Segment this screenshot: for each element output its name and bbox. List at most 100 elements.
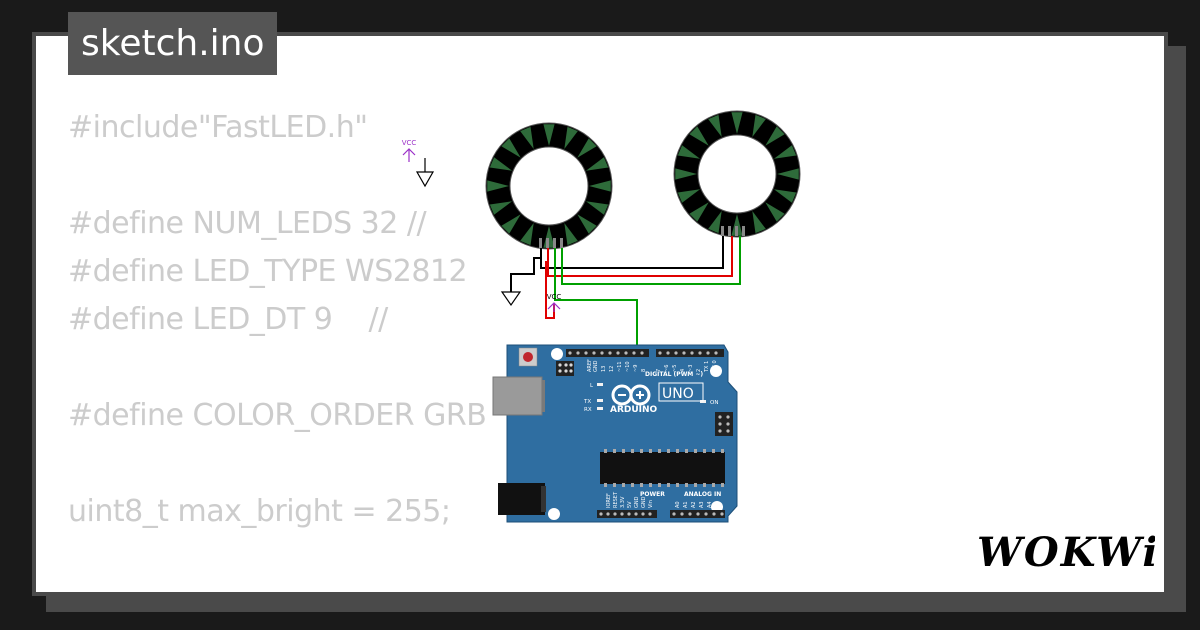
power-pin-label: 5V — [627, 501, 633, 508]
data-wire-ring2 — [561, 236, 741, 285]
power-pin-label: GND — [641, 496, 647, 508]
analog-pin-label: A3 — [699, 501, 705, 508]
code-line: uint8_t max_bright = 255; — [68, 494, 451, 529]
ring-led — [765, 202, 785, 222]
digital-pin-label: TX 1 — [704, 361, 710, 373]
digital-pin-label: 8 — [641, 369, 647, 372]
wokwi-logo[interactable]: WOKWi — [975, 522, 1155, 582]
digital-pin-label: 12 — [609, 366, 615, 372]
code-line: #include"FastLED.h" — [68, 110, 368, 145]
ring-led — [677, 145, 701, 159]
digital-header-1 — [566, 349, 649, 357]
digital-pin-label: RX 0 — [712, 360, 718, 372]
digital-pin-label: ~5 — [672, 365, 678, 372]
digital-pin-label: ~3 — [688, 365, 694, 372]
ring-led — [520, 222, 534, 246]
led-ring-2[interactable] — [673, 110, 801, 238]
ring-led — [773, 145, 797, 159]
wires — [510, 236, 741, 352]
power-pin-label: IOREF — [606, 493, 612, 508]
gnd-wire-ring1 — [510, 257, 541, 292]
ring-led — [577, 214, 597, 234]
ring-led — [765, 126, 785, 146]
ring-led — [543, 124, 555, 146]
digital-pin-label: 4 — [680, 369, 686, 372]
analog-pin-label: A4 — [707, 501, 713, 508]
digital-pin-label: 7 — [656, 369, 662, 372]
digital-header-2 — [656, 349, 724, 357]
svg-text:GND: GND — [593, 360, 599, 372]
ring-led — [520, 126, 534, 150]
ring-2-pins — [721, 226, 745, 236]
power-pin-label: 3.3V — [620, 496, 626, 508]
analog-pin-label: A1 — [683, 501, 689, 508]
digital-pin-label: ~11 — [617, 361, 623, 372]
ring-led — [489, 201, 513, 215]
vcc-wire-ring1 — [545, 261, 555, 319]
analog-pin-label: A2 — [691, 501, 697, 508]
ring-led — [689, 126, 709, 146]
digital-pin-label: ~9 — [633, 365, 639, 372]
power-label: POWER — [640, 491, 665, 498]
code-line: #define NUM_LEDS 32 // — [68, 206, 427, 241]
power-jack — [498, 483, 545, 515]
usb-port — [492, 376, 543, 416]
ring-led — [585, 157, 609, 171]
led-rx-label: RX — [584, 407, 592, 413]
sketch-filename-tab[interactable]: sketch.ino — [68, 12, 278, 75]
digital-pin-label: 13 — [601, 366, 607, 372]
code-line: CRGB leds[NUM_LEDS]; — [68, 584, 486, 592]
vcc-symbol: VCC — [402, 139, 417, 162]
ring-led — [708, 114, 722, 138]
ring-led — [585, 201, 609, 215]
power-pin-label: RESET — [613, 491, 619, 508]
ring-led — [752, 114, 766, 138]
icsp-header — [556, 361, 574, 376]
digital-label: DIGITAL (PWM ~) — [645, 371, 703, 378]
vcc-symbol-2: VCC — [547, 293, 562, 312]
analog-pin-label: A5 — [715, 501, 721, 508]
gnd-symbol-2 — [500, 291, 522, 307]
ring-led — [675, 168, 697, 180]
svg-text:AREF: AREF — [587, 359, 593, 372]
brand-label: ARDUINO — [610, 405, 658, 415]
ring-2-leds — [675, 112, 799, 236]
ring-led — [731, 112, 743, 134]
ring-led — [577, 138, 597, 158]
ring-led — [564, 222, 578, 246]
ring-led — [689, 202, 709, 222]
ring-led — [564, 126, 578, 150]
ring-led — [487, 180, 509, 192]
led-tx-label: TX — [583, 399, 591, 405]
digital-pin-label: 2 — [696, 369, 702, 372]
power-pin-label: Vin — [648, 500, 654, 508]
led-ring-1[interactable] — [485, 122, 613, 250]
analog-pin-label: A0 — [675, 501, 681, 508]
ring-led — [752, 210, 766, 234]
ring-led — [708, 210, 722, 234]
data-wire-arduino — [554, 248, 638, 352]
gnd-symbol — [415, 158, 435, 188]
ring-1-pins — [539, 238, 563, 248]
on-label: ON — [710, 400, 718, 406]
vcc-label: VCC — [402, 139, 417, 147]
analog-label: ANALOG IN — [684, 491, 721, 498]
ring-led — [589, 180, 611, 192]
ring-led — [501, 214, 521, 234]
code-line: #define LED_TYPE WS2812 — [68, 254, 468, 289]
svg-text:VCC: VCC — [547, 293, 562, 301]
ring-led — [489, 157, 513, 171]
model-label: UNO — [662, 386, 694, 402]
digital-pin-label: ~6 — [664, 365, 670, 372]
arduino-logo: ARDUINO UNO — [610, 382, 704, 415]
code-line: #define COLOR_ORDER GRB — [68, 398, 487, 433]
wokwi-logo-text: WOKWi — [977, 529, 1155, 576]
code-line: #define LED_DT 9 // — [68, 302, 388, 337]
ring-led — [777, 168, 799, 180]
ring-led — [731, 214, 743, 236]
ring-led — [501, 138, 521, 158]
atmega-chip — [600, 449, 725, 487]
power-pin-label: GND — [634, 496, 640, 508]
